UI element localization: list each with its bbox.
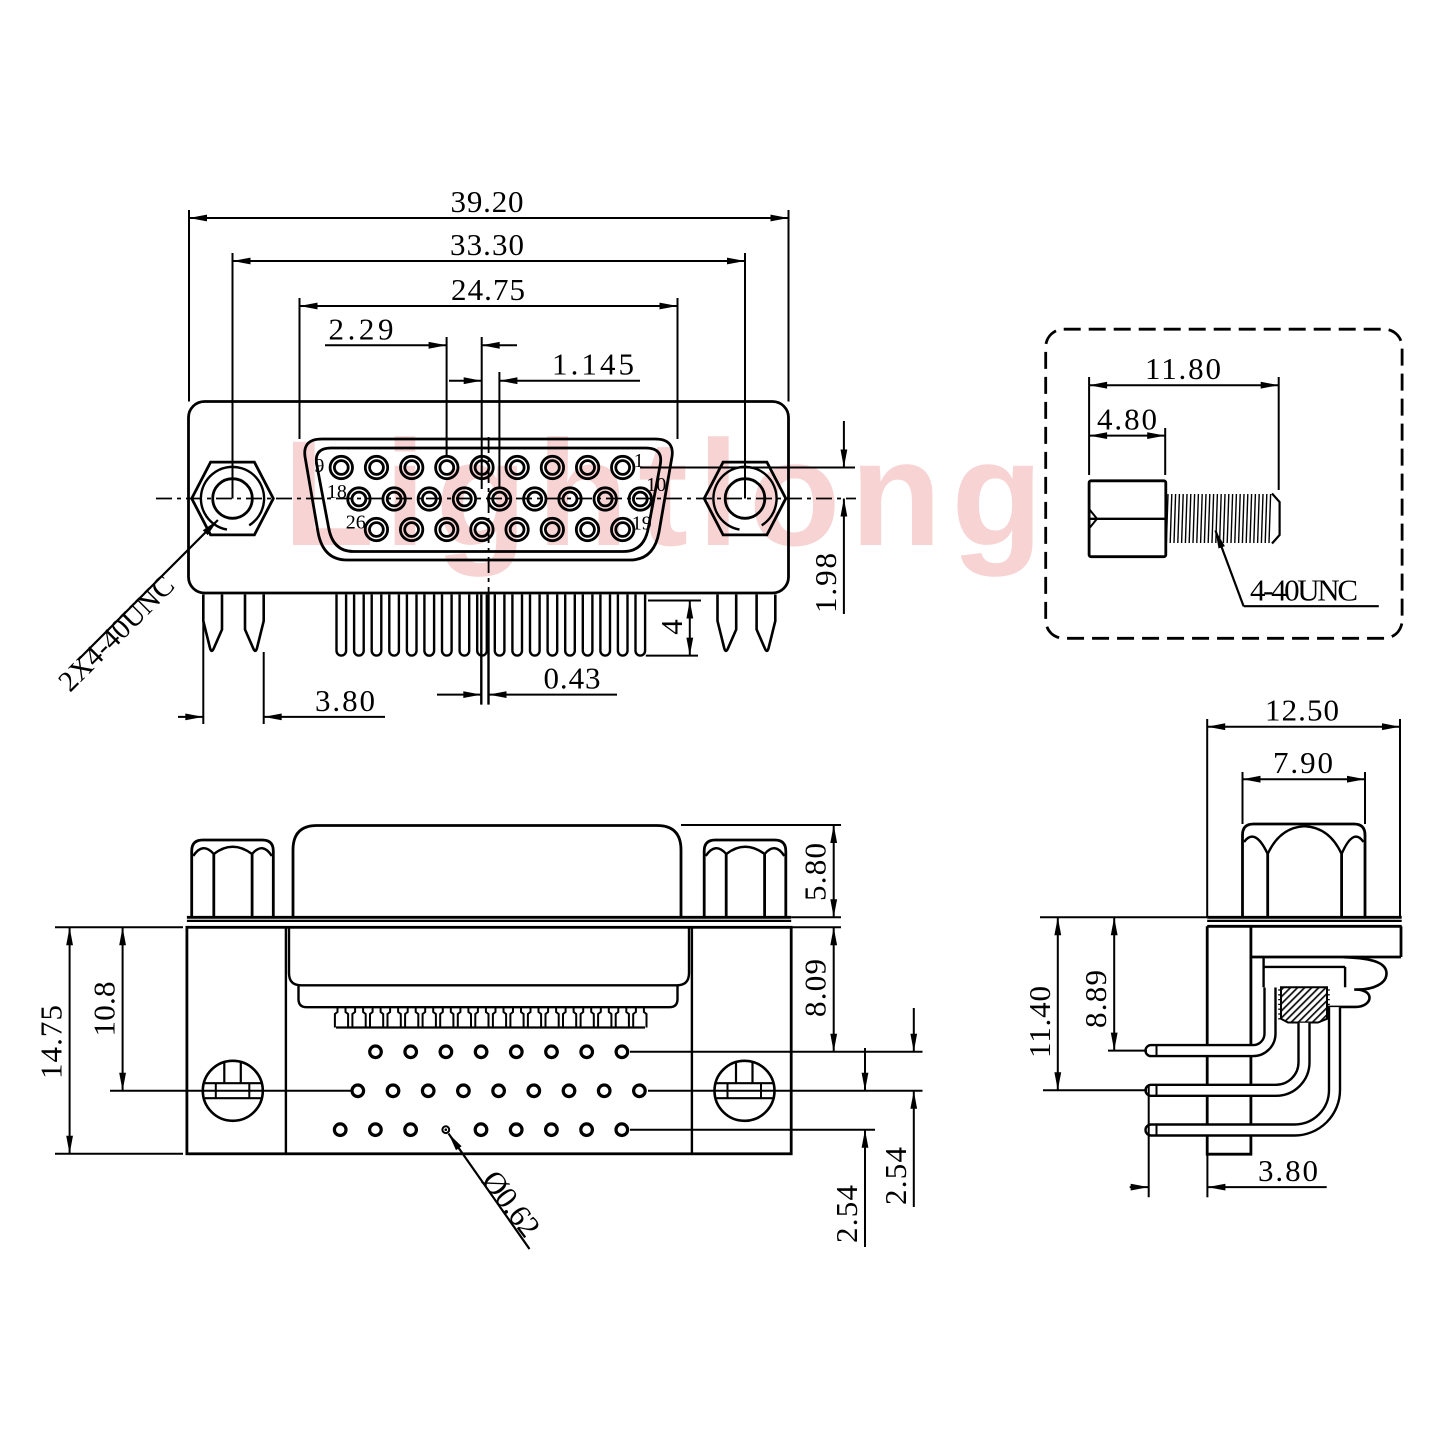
svg-text:4: 4 [654, 619, 689, 635]
svg-text:3.80: 3.80 [1258, 1153, 1318, 1188]
svg-text:5.80: 5.80 [798, 843, 833, 901]
svg-text:9: 9 [314, 455, 324, 477]
svg-text:39.20: 39.20 [451, 184, 524, 219]
svg-text:0.43: 0.43 [544, 661, 601, 696]
svg-text:2.29: 2.29 [329, 311, 394, 346]
svg-text:1.98: 1.98 [808, 553, 843, 613]
svg-text:10.8: 10.8 [87, 982, 122, 1037]
svg-text:10: 10 [646, 474, 666, 496]
svg-text:8.09: 8.09 [798, 959, 833, 1017]
svg-text:14.75: 14.75 [34, 1005, 69, 1079]
svg-text:2.54: 2.54 [829, 1185, 864, 1244]
svg-text:7.90: 7.90 [1273, 745, 1333, 780]
svg-text:Lightlong: Lightlong [283, 409, 1043, 577]
svg-text:11.80: 11.80 [1145, 351, 1221, 386]
svg-text:18: 18 [327, 481, 347, 503]
svg-text:4-40UNC: 4-40UNC [1250, 572, 1358, 607]
svg-text:8.89: 8.89 [1078, 970, 1113, 1028]
svg-text:26: 26 [346, 512, 366, 534]
svg-text:12.50: 12.50 [1265, 693, 1339, 728]
svg-text:4.80: 4.80 [1097, 402, 1157, 437]
svg-text:33.30: 33.30 [450, 227, 524, 262]
svg-text:1.145: 1.145 [552, 347, 634, 382]
svg-text:2.54: 2.54 [878, 1147, 913, 1206]
svg-text:24.75: 24.75 [451, 272, 525, 307]
svg-text:3.80: 3.80 [315, 683, 375, 718]
svg-text:19: 19 [632, 513, 652, 535]
svg-text:1: 1 [634, 450, 644, 472]
svg-text:11.40: 11.40 [1022, 986, 1057, 1058]
